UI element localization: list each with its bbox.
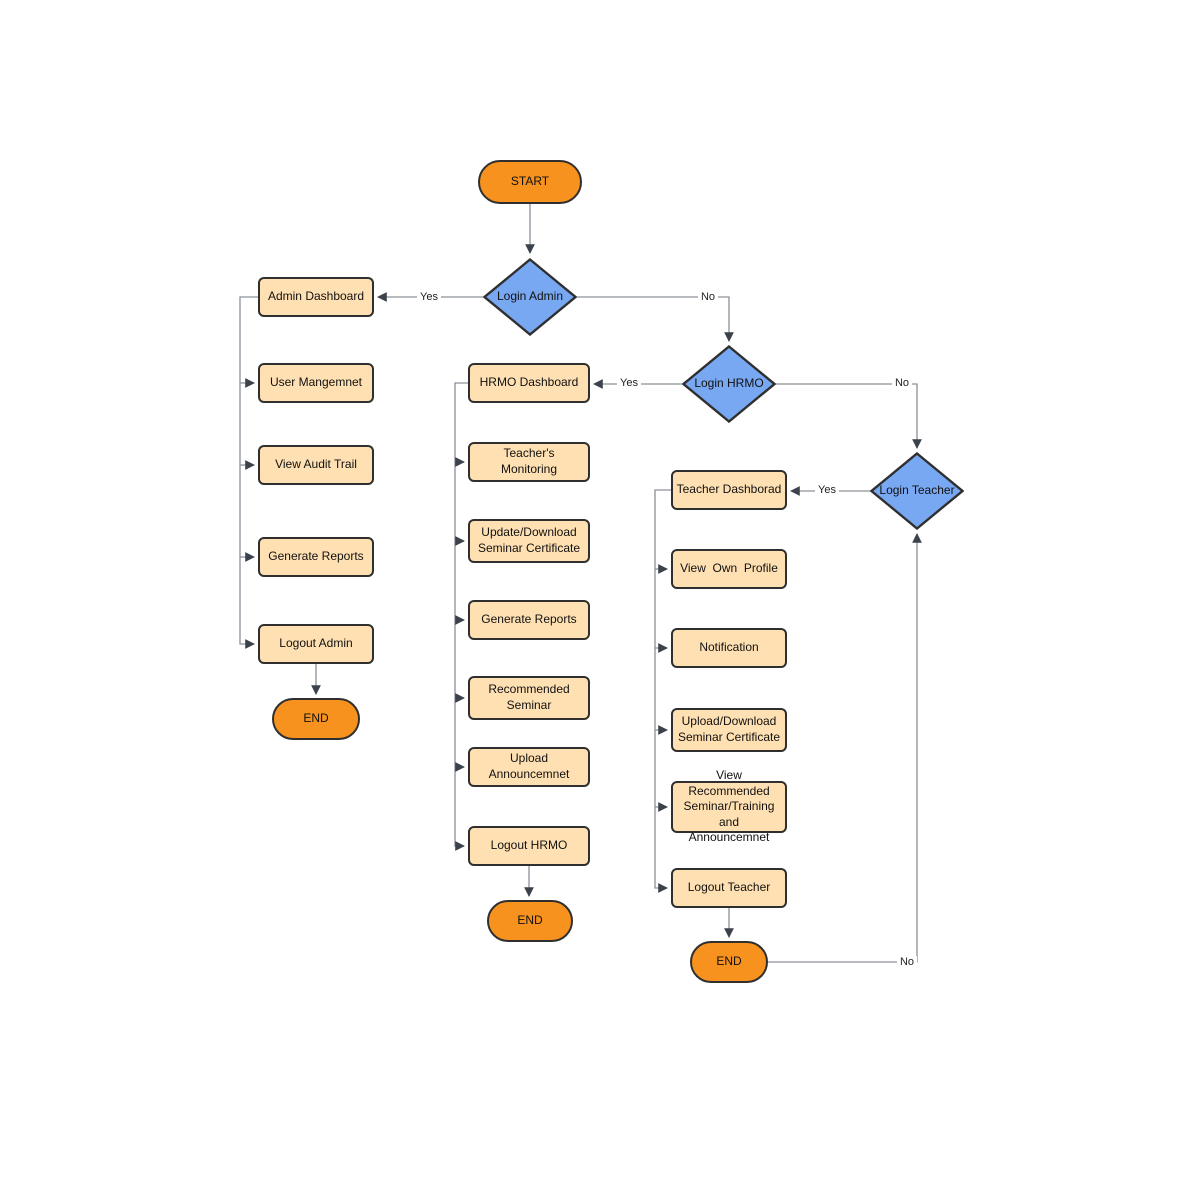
update-download-certificate-hrmo-label: Update/Download Seminar Certificate bbox=[477, 525, 581, 555]
upload-announcement-label: Upload Announcemnet bbox=[488, 751, 570, 781]
upload-announcement-node: Upload Announcemnet bbox=[468, 747, 590, 787]
start-node: START bbox=[478, 160, 582, 204]
user-management-node: User Mangemnet bbox=[258, 363, 374, 403]
start-label: START bbox=[510, 174, 550, 189]
edge-label-hrmo-no: No bbox=[891, 377, 913, 389]
logout-hrmo-label: Logout HRMO bbox=[490, 838, 568, 853]
logout-hrmo-node: Logout HRMO bbox=[468, 826, 590, 866]
login-teacher-label: Login Teacher bbox=[879, 483, 955, 498]
diamond-shape bbox=[483, 258, 577, 336]
edge-label-admin-no: No bbox=[697, 291, 719, 303]
end-admin-node: END bbox=[272, 698, 360, 740]
view-own-profile-label: View Own Profile bbox=[680, 561, 778, 576]
upload-download-certificate-teacher-label: Upload/Download Seminar Certificate bbox=[677, 714, 781, 744]
login-hrmo-label: Login HRMO bbox=[694, 376, 764, 391]
login-admin-decision: Login Admin bbox=[483, 258, 577, 336]
generate-reports-hrmo-node: Generate Reports bbox=[468, 600, 590, 640]
upload-download-certificate-teacher-node: Upload/Download Seminar Certificate bbox=[671, 708, 787, 752]
end-hrmo-label: END bbox=[517, 913, 543, 928]
user-management-label: User Mangemnet bbox=[269, 375, 363, 390]
generate-reports-admin-node: Generate Reports bbox=[258, 537, 374, 577]
notification-label: Notification bbox=[699, 640, 759, 655]
hrmo-dashboard-label: HRMO Dashboard bbox=[479, 375, 579, 390]
admin-dashboard-node: Admin Dashboard bbox=[258, 277, 374, 317]
teachers-monitoring-label: Teacher's Monitoring bbox=[500, 446, 562, 476]
teacher-dashboard-label: Teacher Dashborad bbox=[676, 482, 782, 497]
teachers-monitoring-node: Teacher's Monitoring bbox=[468, 442, 590, 482]
edge-label-admin-yes: Yes bbox=[417, 291, 441, 303]
login-hrmo-decision: Login HRMO bbox=[682, 345, 776, 423]
edge-label-hrmo-yes: Yes bbox=[617, 377, 641, 389]
hrmo-dashboard-node: HRMO Dashboard bbox=[468, 363, 590, 403]
teacher-dashboard-node: Teacher Dashborad bbox=[671, 470, 787, 510]
recommended-seminar-node: Recommended Seminar bbox=[468, 676, 590, 720]
view-recommended-node: View Recommended Seminar/Training and An… bbox=[671, 768, 787, 844]
login-teacher-decision: Login Teacher bbox=[870, 452, 964, 530]
recommended-seminar-label: Recommended Seminar bbox=[488, 682, 570, 712]
login-admin-label: Login Admin bbox=[496, 289, 564, 304]
logout-teacher-node: Logout Teacher bbox=[671, 868, 787, 908]
logout-admin-node: Logout Admin bbox=[258, 624, 374, 664]
generate-reports-admin-label: Generate Reports bbox=[268, 549, 364, 564]
logout-admin-label: Logout Admin bbox=[279, 636, 353, 651]
logout-teacher-label: Logout Teacher bbox=[687, 880, 771, 895]
edge-label-teacher-yes: Yes bbox=[815, 484, 839, 496]
edge-label-teacher-no: No bbox=[896, 956, 918, 968]
generate-reports-hrmo-label: Generate Reports bbox=[481, 612, 577, 627]
diamond-shape bbox=[682, 345, 776, 423]
end-hrmo-node: END bbox=[487, 900, 573, 942]
diamond-shape bbox=[870, 452, 964, 530]
view-recommended-label: View Recommended Seminar/Training and An… bbox=[683, 768, 775, 845]
notification-node: Notification bbox=[671, 628, 787, 668]
end-admin-label: END bbox=[303, 711, 329, 726]
admin-dashboard-label: Admin Dashboard bbox=[267, 289, 365, 304]
view-audit-trail-label: View Audit Trail bbox=[275, 457, 357, 472]
update-download-certificate-hrmo-node: Update/Download Seminar Certificate bbox=[468, 519, 590, 563]
view-own-profile-node: View Own Profile bbox=[671, 549, 787, 589]
end-teacher-node: END bbox=[690, 941, 768, 983]
view-audit-trail-node: View Audit Trail bbox=[258, 445, 374, 485]
end-teacher-label: END bbox=[716, 954, 742, 969]
